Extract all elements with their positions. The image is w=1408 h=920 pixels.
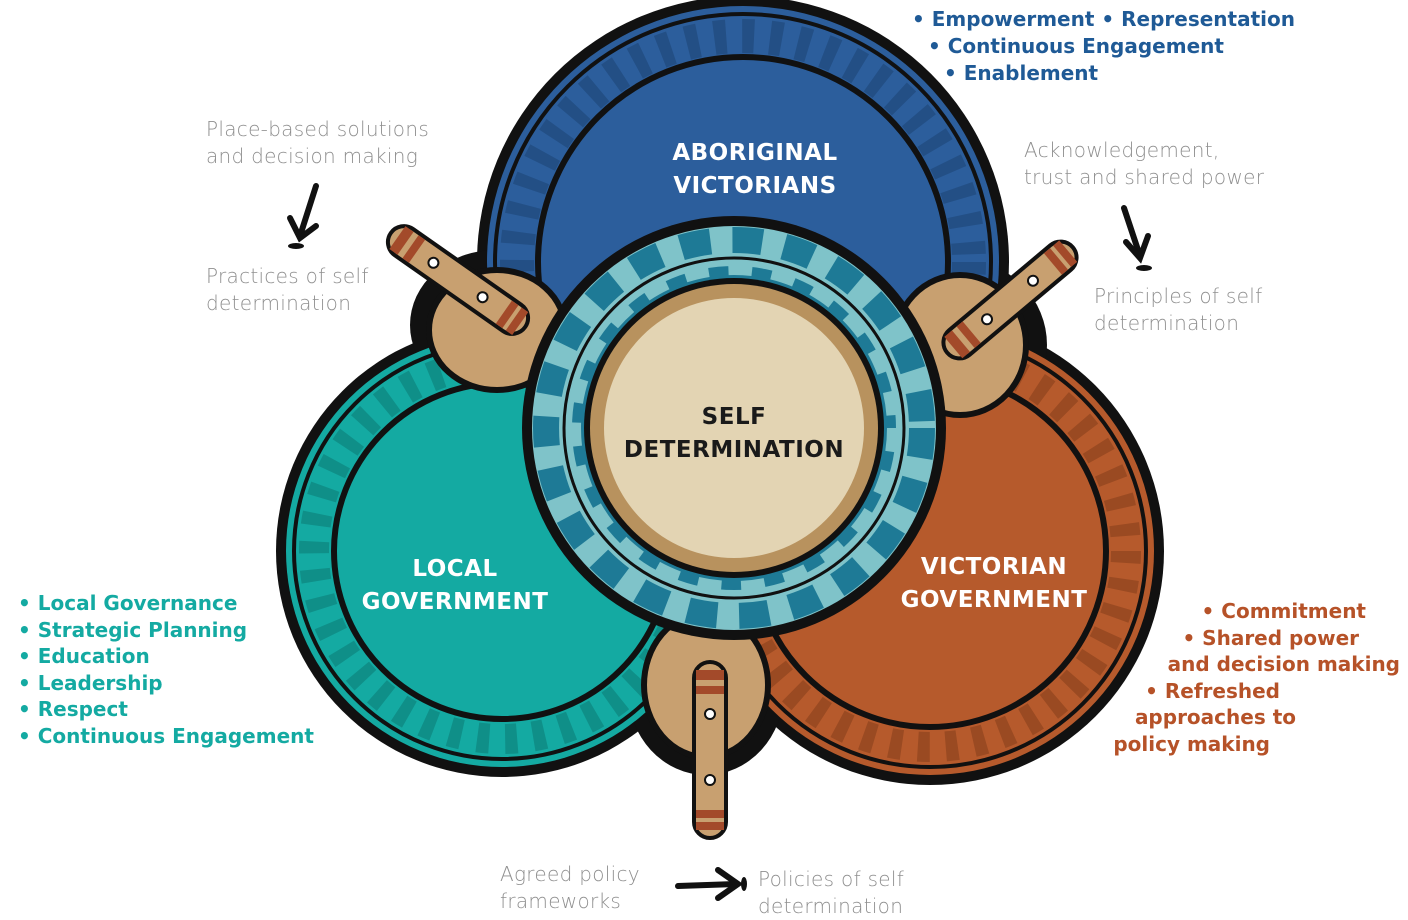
note-line: Acknowledgement, — [1024, 138, 1220, 162]
note-line: determination — [206, 291, 352, 315]
list-item: • Commitment — [1201, 599, 1366, 623]
victorian-government-values-list: • Commitment • Shared power and decision… — [1110, 598, 1400, 758]
local-government-label: LOCAL GOVERNMENT — [355, 553, 555, 619]
list-item: • Continuous Engagement — [18, 723, 314, 748]
aboriginal-values-list: • Empowerment • Representation • Continu… — [912, 6, 1295, 87]
policies-note: Policies of self determination — [758, 866, 904, 920]
aboriginal-line1: ABORIGINAL — [672, 140, 838, 166]
victorian-government-label: VICTORIAN GOVERNMENT — [892, 551, 1096, 617]
note-line: determination — [1094, 311, 1240, 335]
list-item: • Local Governance — [18, 591, 238, 615]
stick-bottom — [692, 660, 728, 840]
stick-left — [385, 224, 531, 336]
acknowledgement-note: Acknowledgement, trust and shared power — [1024, 137, 1264, 191]
victorian-line1: VICTORIAN — [920, 554, 1068, 580]
note-line: Agreed policy — [500, 862, 640, 886]
list-item: • Continuous Engagement — [928, 34, 1224, 58]
note-line: determination — [758, 894, 904, 918]
center-mandala — [522, 216, 946, 640]
center-line1: SELF — [701, 404, 767, 430]
center-line2: DETERMINATION — [623, 437, 845, 463]
aboriginal-line2: VICTORIANS — [673, 173, 837, 199]
note-line: trust and shared power — [1024, 165, 1265, 189]
place-based-note: Place-based solutions and decision makin… — [206, 116, 429, 170]
local-line2: GOVERNMENT — [361, 589, 549, 615]
list-item: and decision making — [1167, 652, 1400, 677]
arrow-right-icon — [675, 867, 747, 901]
victorian-line2: GOVERNMENT — [900, 587, 1088, 613]
list-item: • Education — [18, 644, 150, 669]
list-item: • Strategic Planning — [18, 617, 248, 642]
list-item: policy making — [1113, 731, 1270, 756]
note-line: Principles of self — [1094, 284, 1263, 308]
aboriginal-victorians-label: ABORIGINAL VICTORIANS — [655, 137, 855, 203]
list-item: • Enablement — [944, 61, 1099, 85]
note-line: Practices of self — [206, 264, 369, 288]
local-government-values-list: • Local Governance • Strategic Planning … — [18, 590, 314, 750]
self-determination-label: SELF DETERMINATION — [614, 401, 854, 467]
arrow-down-left-icon — [287, 183, 319, 249]
list-item: • Empowerment • Representation — [912, 7, 1295, 31]
note-line: Policies of self — [758, 867, 905, 891]
list-item: • Shared power — [1182, 625, 1359, 650]
stick-right — [941, 239, 1079, 361]
agreed-policy-note: Agreed policy frameworks — [500, 861, 640, 915]
note-line: and decision making — [206, 144, 419, 168]
practices-note: Practices of self determination — [206, 263, 369, 317]
list-item: • Respect — [18, 697, 128, 722]
list-item: • Refreshed — [1145, 678, 1280, 703]
arrow-down-right-icon — [1121, 205, 1152, 271]
note-line: Place-based solutions — [206, 117, 430, 141]
list-item: • Leadership — [18, 670, 163, 695]
local-line1: LOCAL — [412, 556, 498, 582]
list-item: approaches to — [1134, 705, 1296, 730]
note-line: frameworks — [500, 889, 622, 913]
principles-note: Principles of self determination — [1094, 283, 1262, 337]
